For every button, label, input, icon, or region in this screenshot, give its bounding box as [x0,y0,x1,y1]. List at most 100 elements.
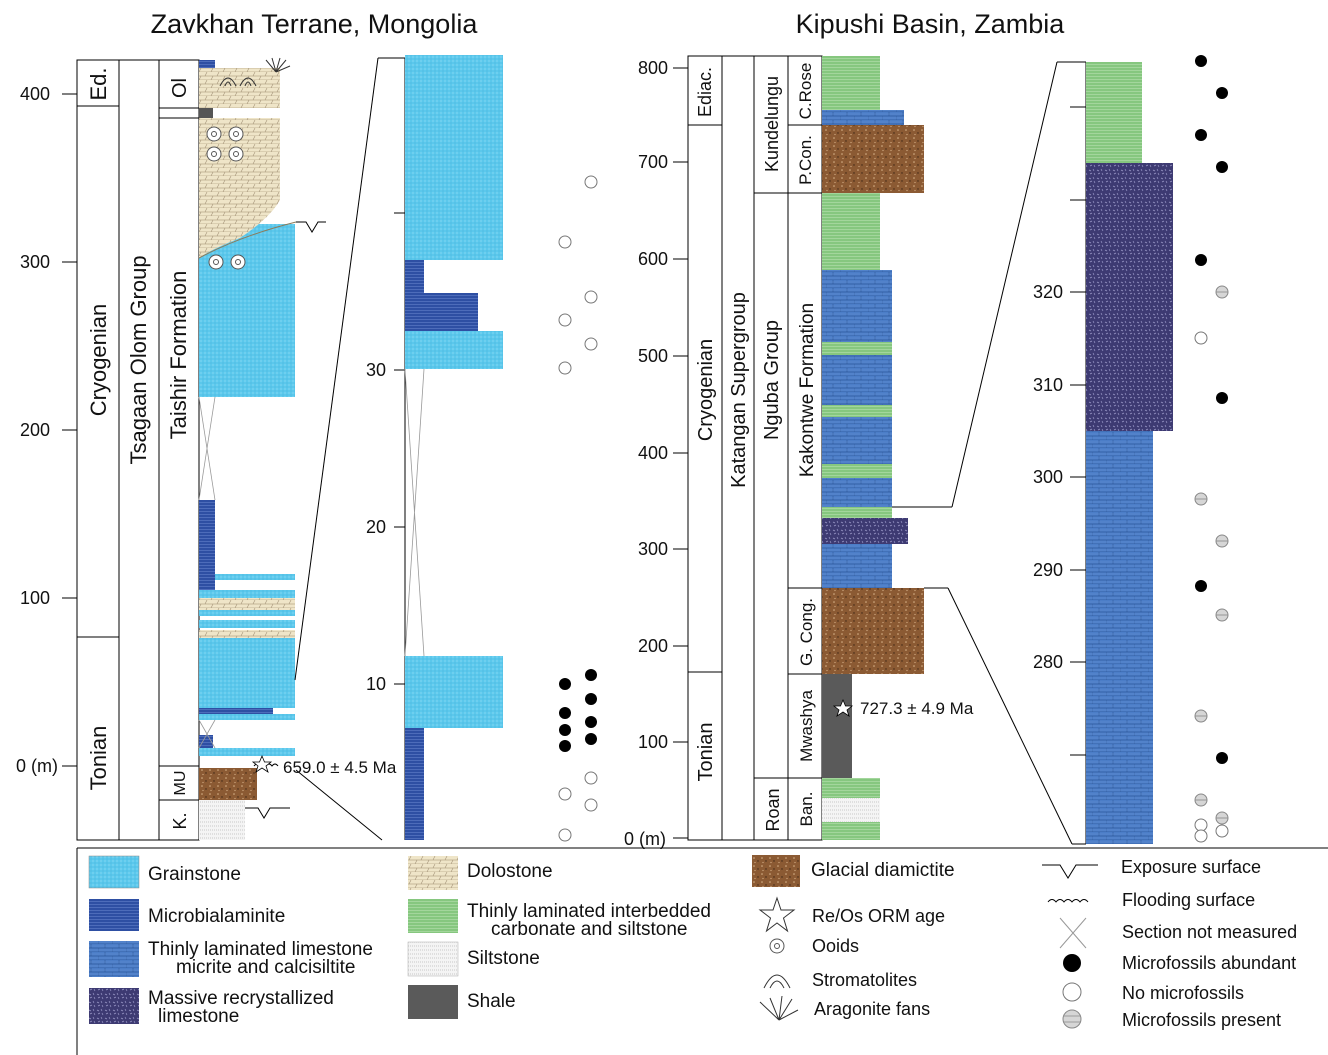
legend-present: Microfossils present [1122,1010,1281,1030]
legend-shale: Shale [467,991,516,1012]
flooding-surface-icon [1047,899,1089,903]
left-litho-siltstone [199,800,245,840]
right-axis-tick-800: 800 [638,58,668,78]
aragonite-fan-icon [759,995,799,1021]
right-litho-massive [822,518,908,544]
microfossils-abundant-icon [1063,954,1081,972]
left-period-tonian: Tonian [86,726,111,791]
zoom-right-tick-280: 280 [1033,652,1063,672]
legend-aragonite: Aragonite fans [814,999,930,1019]
left-axis-label-0: 0 (m) [16,756,58,776]
right-formation-ban: Ban. [797,792,816,827]
right-formation-gcong: G. Cong. [797,598,816,666]
right-axis-label-0: 0 (m) [624,829,666,849]
legend-swatch-grainstone [88,855,140,889]
right-formation-pcon: P.Con. [796,135,815,185]
right-formation-kakontwe: Kakontwe Formation [797,303,818,477]
left-age-label: 659.0 ± 4.5 Ma [283,758,397,777]
zoom-right-tick-320: 320 [1033,282,1063,302]
right-litho-thin-carbonate [822,56,880,110]
zoom-right-tick-300: 300 [1033,467,1063,487]
right-period-tonian: Tonian [695,723,717,782]
stromatolite-icon [763,974,791,989]
legend-stromatolites: Stromatolites [812,970,917,990]
right-axis-tick-100: 100 [638,732,668,752]
left-period-ediacaran: Ed. [86,67,111,100]
zoom-right-tick-290: 290 [1033,560,1063,580]
legend-dolostone: Dolostone [467,861,553,882]
left-formation-mu: MU [172,771,189,796]
right-period-ediacaran: Ediac. [695,67,715,117]
left-litho-dolostone [199,186,280,258]
left-formation-k: K. [170,812,190,829]
legend-swatch-thin-carbonate [408,899,458,933]
legend-swatch-diamictite [752,855,800,887]
legend-swatch-siltstone [407,941,459,977]
right-axis-tick-200: 200 [638,636,668,656]
legend-abundant: Microfossils abundant [1122,953,1296,973]
legend-microbialaminite: Microbialaminite [148,906,285,927]
left-period-cryogenian: Cryogenian [86,304,111,417]
star-icon [758,896,796,933]
legend-swatch-shale [408,985,458,1019]
right-age-label: 727.3 ± 4.9 Ma [860,699,974,718]
right-axis-tick-500: 500 [638,346,668,366]
left-axis-tick-200: 200 [20,420,50,440]
right-axis-tick-400: 400 [638,443,668,463]
right-axis-tick-600: 600 [638,249,668,269]
left-litho-diamictite [199,768,257,800]
right-litho-diamictite [822,588,924,674]
legend-exposure: Exposure surface [1121,857,1261,877]
legend-swatch-dolostone [408,856,458,890]
legend-reos: Re/Os ORM age [812,906,945,926]
right-group-kundelungu: Kundelungu [762,76,782,172]
right-group-nguba: Nguba Group [761,320,783,440]
legend-massive-1: Massive recrystallized [148,988,334,1009]
right-column-section: 0 (m) 100 200 300 400 500 600 700 800 Ed… [624,55,1229,849]
left-litho-microbialaminite [199,500,215,590]
no-microfossils-icon [1062,982,1082,1002]
zoom-left-tick-30: 30 [366,360,386,380]
legend-thin-carb-2: carbonate and siltstone [491,919,687,940]
legend: Grainstone Microbialaminite Thinly lamin… [76,847,1328,1055]
left-axis-tick-400: 400 [20,84,50,104]
right-formation-crose: C.Rose [796,63,815,120]
legend-swatch-massive [89,988,139,1024]
right-supergroup-label: Katangan Supergroup [728,292,750,488]
right-period-cryogenian: Cryogenian [695,339,717,441]
right-group-roan: Roan [763,788,783,831]
microfossils-present-icon [1062,1009,1082,1029]
legend-not-measured: Section not measured [1122,922,1297,942]
left-title: Zavkhan Terrane, Mongolia [151,9,479,39]
legend-diamictite: Glacial diamictite [811,860,955,881]
left-axis-tick-300: 300 [20,252,50,272]
section-not-measured-icon [1059,917,1087,949]
right-axis-tick-700: 700 [638,152,668,172]
left-formation-ol: Ol [169,78,191,98]
zoom-right-tick-310: 310 [1033,375,1063,395]
right-litho-shale [822,674,852,778]
left-group-label: Tsagaan Olom Group [126,255,151,464]
left-column-section: 0 (m) 100 200 300 400 Ed. Cryogenian Ton… [16,55,598,842]
legend-flooding: Flooding surface [1122,890,1255,910]
legend-massive-2: limestone [158,1006,239,1027]
right-litho-thin-limestone [822,270,892,342]
legend-ooids: Ooids [812,936,859,956]
legend-none: No microfossils [1122,983,1244,1003]
legend-thin-carb-1: Thinly laminated interbedded [467,901,711,922]
right-formation-mwashya: Mwashya [797,690,816,762]
legend-swatch-thin-limestone [89,941,139,977]
zoom-left-tick-10: 10 [366,674,386,694]
left-litho-grainstone [199,638,295,708]
legend-thin-limestone-1: Thinly laminated limestone [148,939,373,960]
legend-siltstone: Siltstone [467,948,540,969]
zoom-left-tick-20: 20 [366,517,386,537]
exposure-surface-icon [1042,864,1098,879]
right-title: Kipushi Basin, Zambia [796,9,1066,39]
legend-thin-limestone-2: micrite and calcisiltite [176,957,356,978]
right-axis-tick-300: 300 [638,539,668,559]
left-axis-tick-100: 100 [20,588,50,608]
legend-swatch-microbialaminite [89,899,139,931]
left-formation-taishir: Taishir Formation [166,271,191,440]
